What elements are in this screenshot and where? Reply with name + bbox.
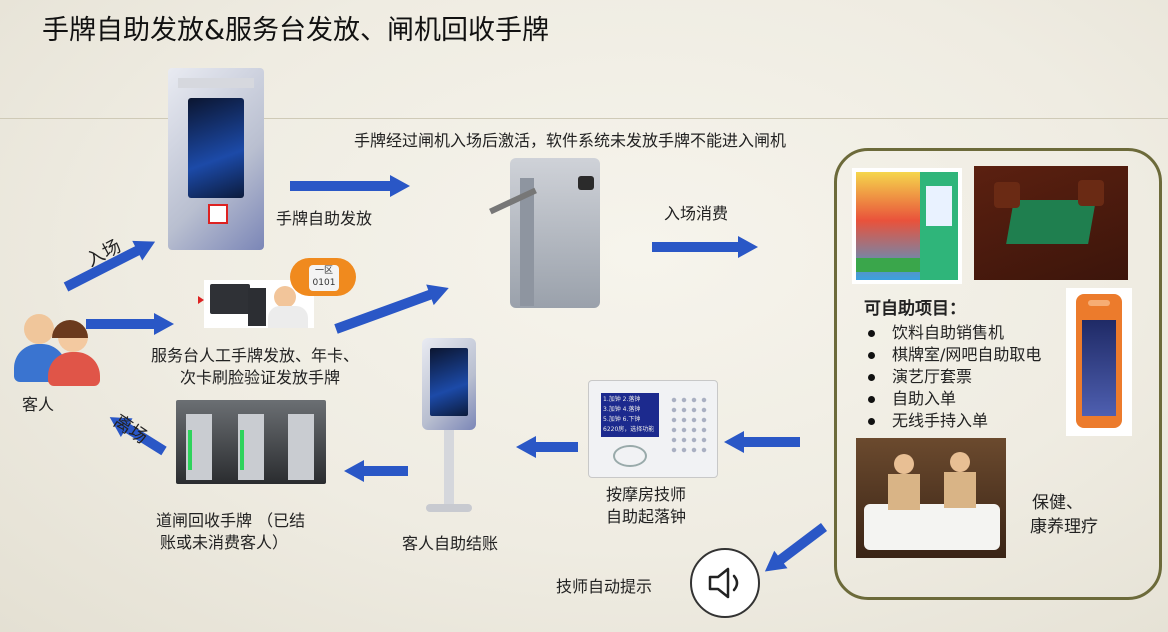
entry-consume-label: 入场消费	[664, 204, 729, 223]
wristband-number-text: 0101	[312, 278, 336, 288]
spa-label-line2: 康养理疗	[1030, 517, 1098, 537]
gate-recycle-line1: 道闸回收手牌 （已结	[156, 511, 306, 530]
wristband-face: 一区 0101	[309, 265, 339, 291]
self-issue-kiosk-image	[168, 68, 264, 250]
gate-note: 手牌经过闸机入场后激活，软件系统未发放手牌不能进入闸机	[354, 131, 787, 150]
terminal-screen-line: 5.加钟 6.下钟	[603, 416, 641, 423]
tech-clock-line2: 自助起落钟	[606, 507, 687, 526]
wristband-zone-text: 一区	[314, 266, 333, 276]
list-item: 饮料自助销售机	[864, 322, 1041, 344]
page-title: 手牌自助发放&服务台发放、闸机回收手牌	[42, 15, 550, 46]
arrow-gate-to-consume	[652, 236, 758, 258]
self-checkout-label: 客人自助结账	[402, 534, 499, 553]
tech-terminal-image: 1.加钟 2.落钟 3.加钟 4.落钟 5.加钟 6.下钟 6220房，选择功能	[588, 380, 718, 478]
vending-machine-image	[852, 168, 962, 284]
list-item: 棋牌室/网吧自助取电	[864, 344, 1041, 366]
arrow-terminal-to-checkout	[516, 436, 578, 458]
spa-treatment-image	[856, 438, 1006, 558]
tech-prompt-label: 技师自动提示	[556, 577, 653, 596]
gate-recycle-line2: 账或未消费客人）	[160, 533, 289, 552]
arrow-guest-to-desk	[86, 313, 174, 335]
arrow-kiosk-to-gate	[290, 175, 410, 197]
self-service-title: 可自助项目：	[864, 299, 966, 319]
terminal-screen-line: 1.加钟 2.落钟	[603, 396, 641, 403]
speaker-icon	[690, 548, 760, 618]
self-service-list: 饮料自助销售机 棋牌室/网吧自助取电 演艺厅套票 自助入单 无线手持入单	[864, 322, 1041, 432]
desk-label-line1: 服务台人工手牌发放、年卡、	[151, 346, 360, 365]
list-item: 无线手持入单	[864, 410, 1041, 432]
turnstile-gate-image	[489, 158, 610, 308]
handheld-pos-image	[1066, 288, 1132, 436]
terminal-screen-line: 6220房，选择功能	[603, 426, 655, 433]
self-service-panel	[834, 148, 1162, 600]
list-item: 自助入单	[864, 388, 1041, 410]
divider	[0, 118, 1168, 119]
guest-label: 客人	[22, 395, 55, 414]
mahjong-room-image	[974, 166, 1128, 280]
terminal-screen-line: 3.加钟 4.落钟	[603, 406, 641, 413]
spa-label-line1: 保健、	[1032, 493, 1083, 513]
exit-gate-image	[176, 400, 326, 484]
checkout-kiosk-image	[414, 338, 484, 514]
warning-mark-icon	[198, 296, 204, 304]
tech-clock-line1: 按摩房技师	[606, 485, 687, 504]
list-item: 演艺厅套票	[864, 366, 1041, 388]
self-issue-label: 手牌自助发放	[276, 209, 373, 228]
desk-label-line2: 次卡刷脸验证发放手牌	[180, 368, 341, 387]
guest-icon	[12, 308, 100, 388]
arrow-checkout-to-exit	[344, 460, 408, 482]
arrow-spa-to-terminal	[724, 431, 800, 453]
arrow-spa-to-speaker	[758, 518, 830, 581]
